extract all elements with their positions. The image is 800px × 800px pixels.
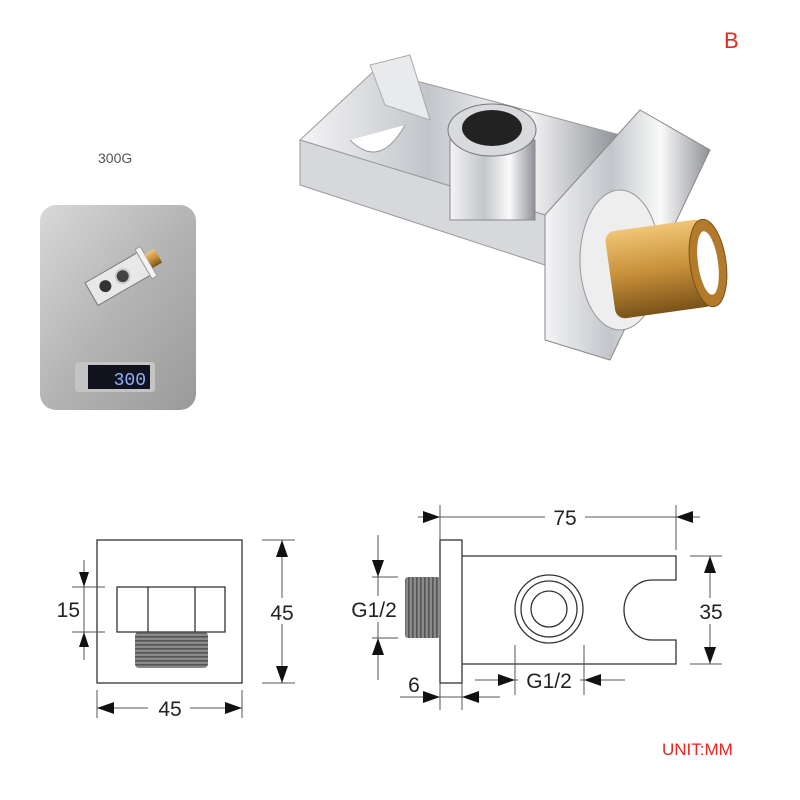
- kitchen-scale-photo: 300: [40, 205, 196, 410]
- scale-display-reading: 300: [114, 371, 146, 391]
- front-view-drawing: 15 45 45: [57, 539, 302, 721]
- weight-caption: 300G: [98, 150, 133, 166]
- shower-holder-photo: [299, 54, 728, 361]
- side-view-drawing: 75 35 G1/2 G1/2 6: [346, 504, 730, 710]
- product-on-scale: [84, 245, 163, 307]
- length-dimension-label: 75: [553, 507, 576, 530]
- hex-dimension-label: 15: [57, 599, 80, 622]
- width-dimension-label: 45: [158, 698, 181, 721]
- depth-dimension-label: 35: [699, 601, 722, 624]
- plate-thickness-label: 6: [408, 674, 420, 697]
- unit-label: UNIT:MM: [662, 740, 733, 759]
- inlet-thread-label: G1/2: [351, 599, 397, 622]
- variant-label: B: [724, 28, 739, 53]
- height-dimension-label: 45: [270, 602, 293, 625]
- outlet-thread-label: G1/2: [526, 670, 572, 693]
